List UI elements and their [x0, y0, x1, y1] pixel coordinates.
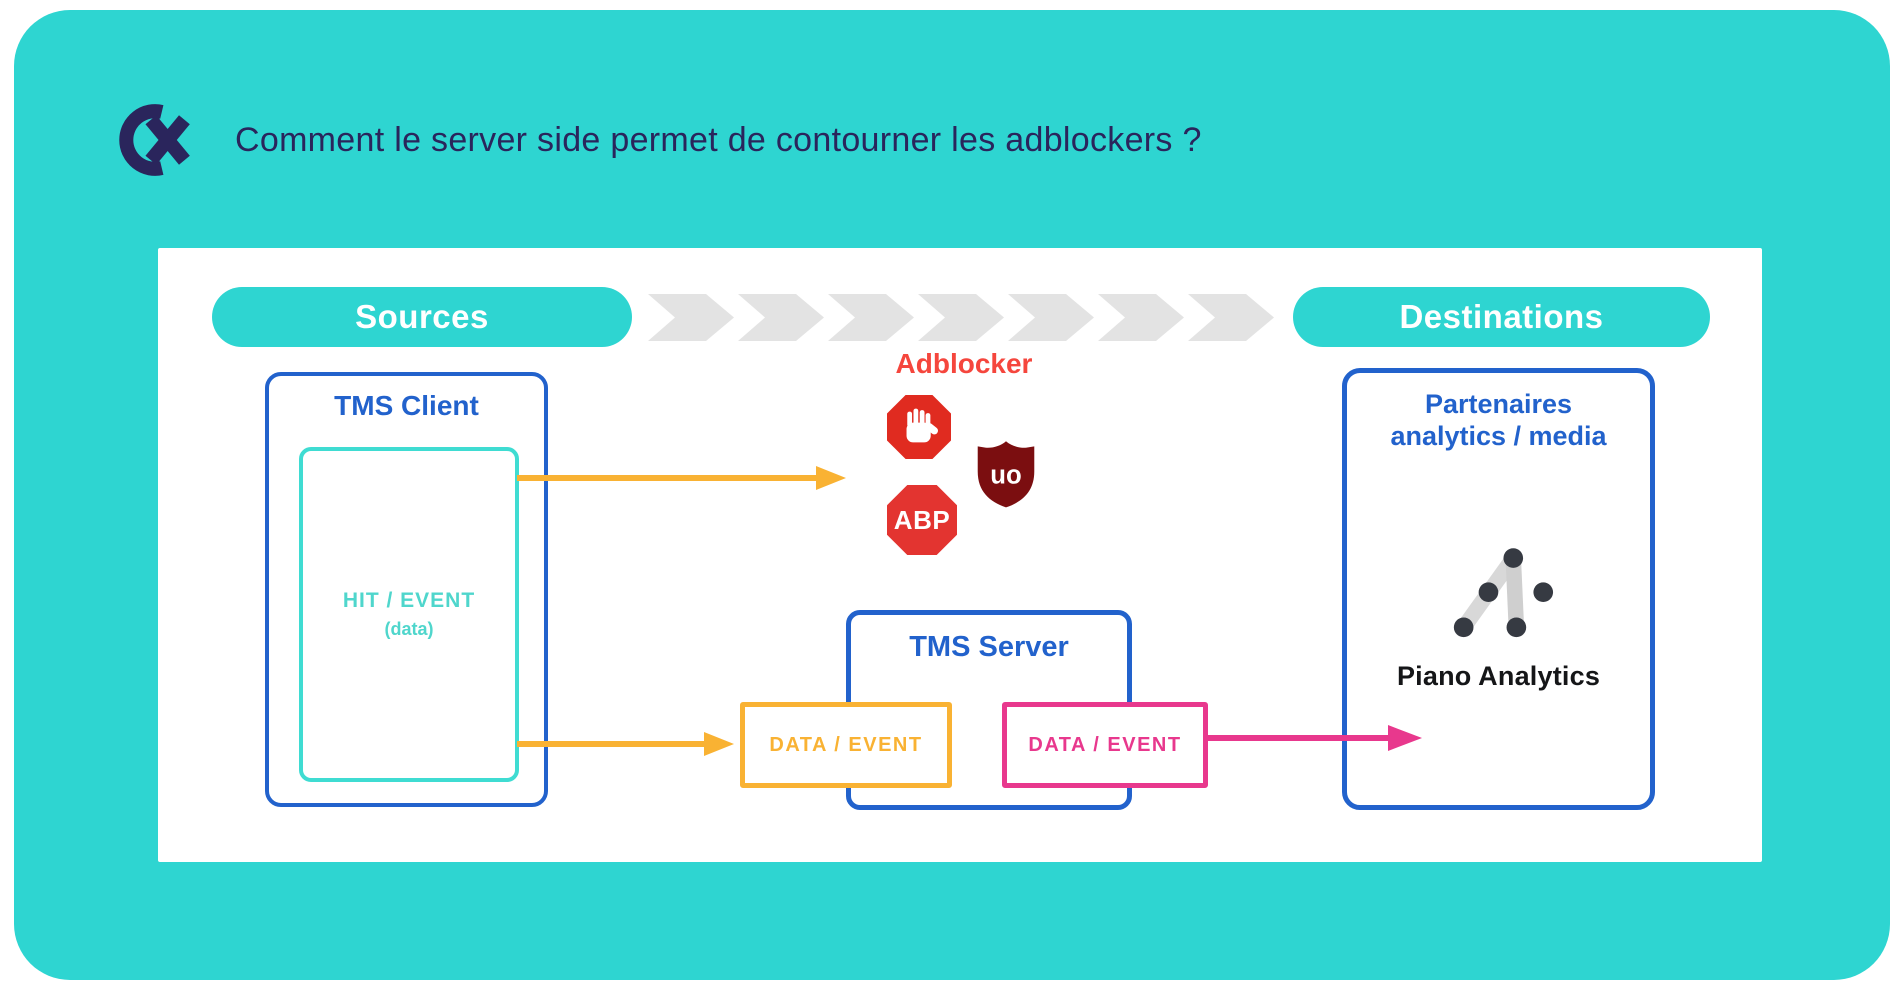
- ublock-letters: uo: [990, 462, 1021, 490]
- flow-chevrons-icon: [648, 294, 1274, 341]
- abp-letters: ABP: [893, 504, 951, 535]
- destinations-pill: Destinations: [1293, 287, 1710, 347]
- company-logo-icon: [119, 104, 190, 176]
- slide-background: Comment le server side permet de contour…: [14, 10, 1890, 980]
- partners-title-line1: Partenaires: [1424, 389, 1573, 419]
- slide-header: Comment le server side permet de contour…: [115, 94, 1202, 186]
- tms-client-title: TMS Client: [334, 390, 479, 421]
- diagram-panel: Sources Destinations Adblocker: [158, 248, 1762, 862]
- hit-event-line1: HIT / EVENT: [342, 589, 476, 612]
- ublock-origin-icon: uo: [977, 441, 1035, 508]
- data-event-input-label: DATA / EVENT: [769, 733, 923, 756]
- hit-event-box: HIT / EVENT (data): [299, 447, 519, 782]
- data-event-output-label: DATA / EVENT: [1028, 733, 1182, 756]
- sources-pill: Sources: [212, 287, 632, 347]
- partners-title: Partenaires analytics / media: [1347, 389, 1650, 453]
- adblock-plus-icon: ABP: [887, 485, 957, 555]
- sources-pill-label: Sources: [355, 298, 489, 335]
- data-event-input-box: DATA / EVENT: [740, 702, 952, 788]
- adblocker-label: Adblocker: [895, 348, 1033, 379]
- destinations-pill-label: Destinations: [1399, 298, 1604, 335]
- piano-analytics-logo-icon: [1453, 548, 1554, 638]
- partners-box: Partenaires analytics / media Piano Anal…: [1342, 368, 1655, 810]
- partners-title-line2: analytics / media: [1390, 420, 1607, 451]
- tms-server-title: TMS Server: [909, 631, 1069, 663]
- tms-client-box: TMS Client HIT / EVENT (data): [265, 372, 548, 807]
- data-event-output-box: DATA / EVENT: [1002, 702, 1208, 788]
- adblock-hand-icon: [887, 395, 951, 459]
- hit-event-line2: (data): [384, 619, 434, 639]
- partner-name: Piano Analytics: [1396, 661, 1601, 691]
- slide-title: Comment le server side permet de contour…: [235, 120, 1202, 159]
